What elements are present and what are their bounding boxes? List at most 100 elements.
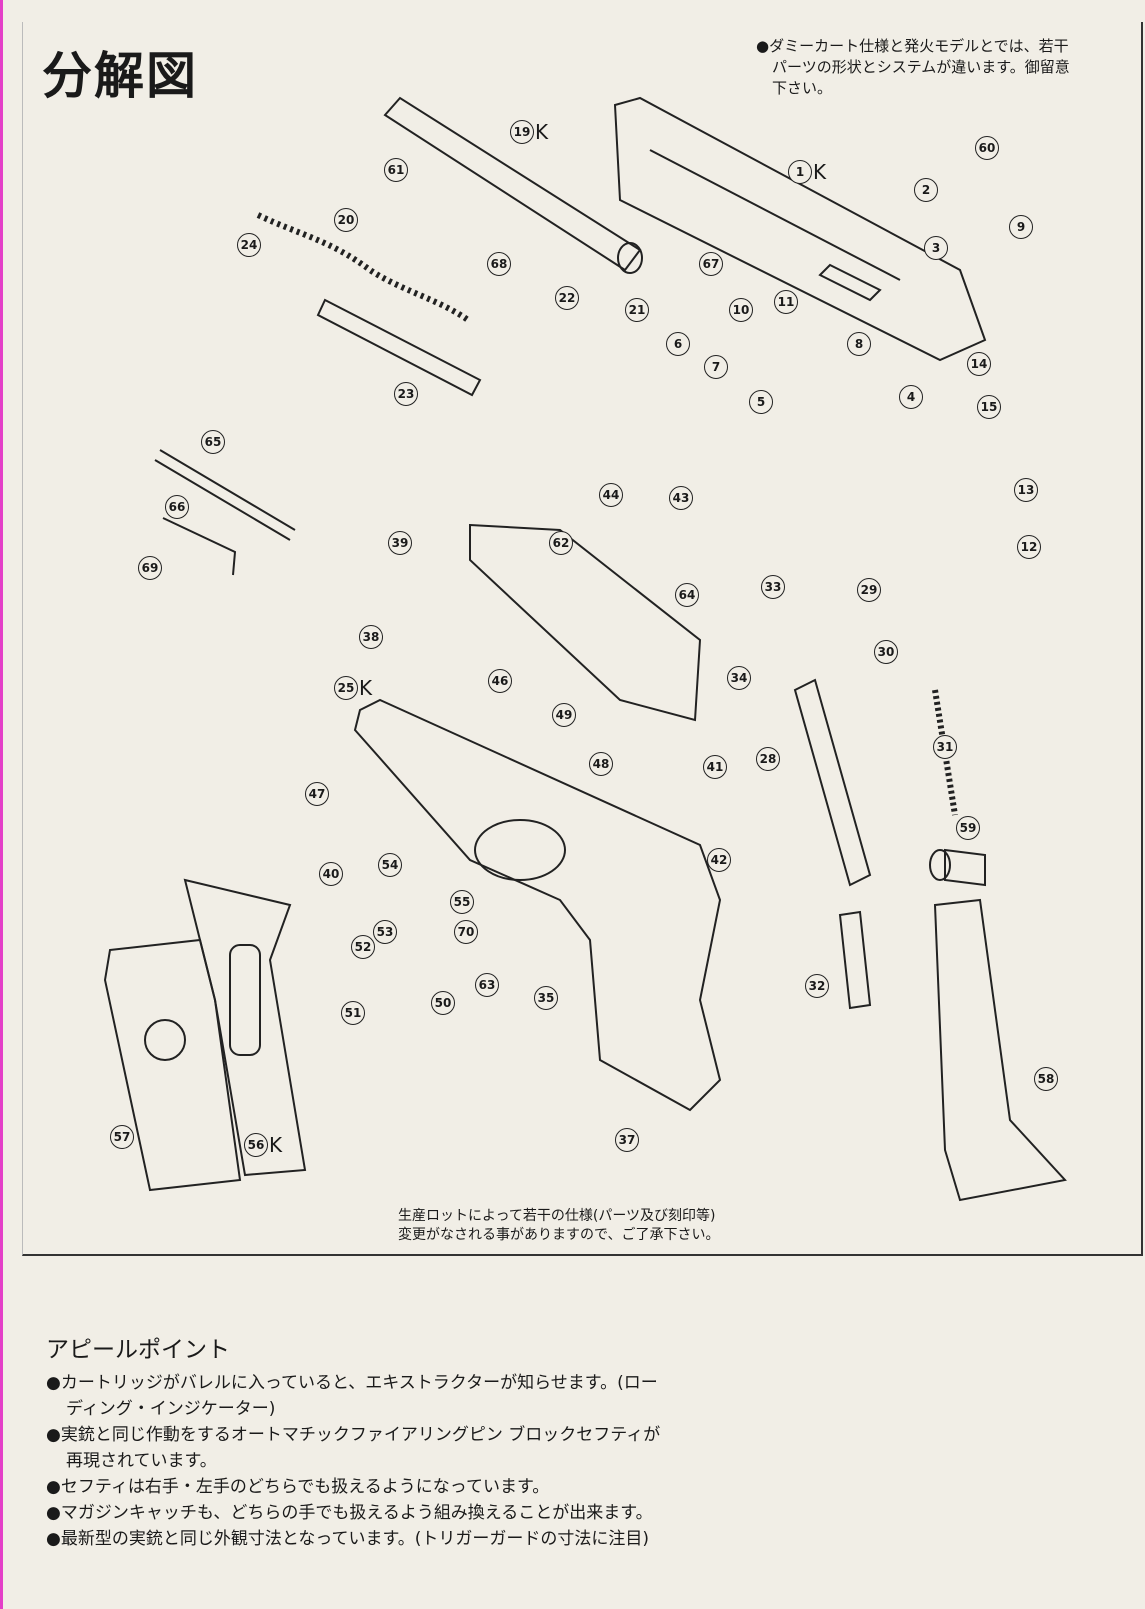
- appeal-bullet: ●マガジンキャッチも、どちらの手でも扱えるよう組み換えることが出来ます。: [46, 1503, 653, 1523]
- part-number: 35: [534, 986, 558, 1010]
- part-label-58: 58: [1034, 1067, 1058, 1091]
- part-suffix: K: [359, 676, 373, 700]
- guide-rod-drawing: [316, 298, 482, 397]
- part-number: 21: [625, 298, 649, 322]
- appeal-heading: アピールポイント: [46, 1337, 230, 1363]
- part-number: 14: [967, 352, 991, 376]
- part-label-44: 44: [599, 483, 623, 507]
- magazine-drawing: [933, 898, 1067, 1202]
- part-number: 65: [201, 430, 225, 454]
- part-label-21: 21: [625, 298, 649, 322]
- page-edge-line: [0, 0, 3, 1609]
- frame-drawing: [353, 698, 722, 1112]
- part-label-67: 67: [699, 252, 723, 276]
- part-number: 68: [487, 252, 511, 276]
- part-label-9: 9: [1009, 215, 1033, 239]
- part-label-51: 51: [341, 1001, 365, 1025]
- part-label-5: 5: [749, 390, 773, 414]
- part-number: 59: [956, 816, 980, 840]
- part-number: 58: [1034, 1067, 1058, 1091]
- appeal-points: アピールポイント ●カートリッジがバレルに入っていると、エキストラクターが知らせ…: [46, 1330, 666, 1552]
- part-label-46: 46: [488, 669, 512, 693]
- part-label-22: 22: [555, 286, 579, 310]
- part-label-57: 57: [110, 1125, 134, 1149]
- appeal-bullet: ●実銃と同じ作動をするオートマチックファイアリングピン ブロックセフティが再現さ…: [46, 1425, 661, 1471]
- part-number: 66: [165, 495, 189, 519]
- part-label-40: 40: [319, 862, 343, 886]
- grip-panel-left-drawing: [103, 938, 242, 1192]
- part-label-70: 70: [454, 920, 478, 944]
- production-caption: 生産ロットによって若干の仕様(パーツ及び刻印等) 変更がなされる事がありますので…: [398, 1207, 719, 1245]
- part-label-15: 15: [977, 395, 1001, 419]
- part-number: 22: [555, 286, 579, 310]
- part-label-38: 38: [359, 625, 383, 649]
- part-number: 34: [727, 666, 751, 690]
- part-label-66: 66: [165, 495, 189, 519]
- exploded-view-drawing: [103, 96, 1067, 1202]
- part-number: 33: [761, 575, 785, 599]
- part-number: 11: [774, 290, 798, 314]
- diagram-frame: [22, 22, 1143, 1256]
- part-number: 3: [924, 236, 948, 260]
- part-label-12: 12: [1017, 535, 1041, 559]
- part-label-2: 2: [914, 178, 938, 202]
- model-note: ●ダミーカート仕様と発火モデルとでは、若干 パーツの形状とシステムが違います。御…: [756, 36, 1116, 99]
- part-label-11: 11: [774, 290, 798, 314]
- part-number: 70: [454, 920, 478, 944]
- part-label-62: 62: [549, 531, 573, 555]
- part-label-28: 28: [756, 747, 780, 771]
- part-label-47: 47: [305, 782, 329, 806]
- part-label-48: 48: [589, 752, 613, 776]
- part-label-30: 30: [874, 640, 898, 664]
- part-label-42: 42: [707, 848, 731, 872]
- part-number: 30: [874, 640, 898, 664]
- part-number: 37: [615, 1128, 639, 1152]
- part-number: 42: [707, 848, 731, 872]
- part-label-33: 33: [761, 575, 785, 599]
- part-number: 20: [334, 208, 358, 232]
- part-number: 5: [749, 390, 773, 414]
- part-label-13: 13: [1014, 478, 1038, 502]
- part-label-68: 68: [487, 252, 511, 276]
- part-number: 63: [475, 973, 499, 997]
- page-title: 分解図: [42, 47, 198, 105]
- part-label-4: 4: [899, 385, 923, 409]
- part-label-24: 24: [237, 233, 261, 257]
- part-number: 19: [510, 120, 534, 144]
- part-label-35: 35: [534, 986, 558, 1010]
- part-number: 25: [334, 676, 358, 700]
- grip-panel-right-drawing: [183, 878, 307, 1177]
- note-line-1: ●ダミーカート仕様と発火モデルとでは、若干: [756, 37, 1069, 55]
- part-number: 44: [599, 483, 623, 507]
- part-label-50: 50: [431, 991, 455, 1015]
- barrel-drawing: [383, 96, 643, 274]
- part-label-52: 52: [351, 935, 375, 959]
- part-number: 62: [549, 531, 573, 555]
- part-number: 46: [488, 669, 512, 693]
- part-number: 49: [552, 703, 576, 727]
- part-label-59: 59: [956, 816, 980, 840]
- part-label-65: 65: [201, 430, 225, 454]
- part-number: 67: [699, 252, 723, 276]
- part-number: 55: [450, 890, 474, 914]
- part-number: 12: [1017, 535, 1041, 559]
- part-label-54: 54: [378, 853, 402, 877]
- part-label-23: 23: [394, 382, 418, 406]
- part-number: 53: [373, 920, 397, 944]
- part-number: 64: [675, 583, 699, 607]
- part-number: 47: [305, 782, 329, 806]
- part-number: 13: [1014, 478, 1038, 502]
- frame-top-drawing: [469, 523, 702, 722]
- part-number: 31: [933, 735, 957, 759]
- recoil-spring-drawing: [256, 212, 470, 323]
- caption-line-1: 生産ロットによって若干の仕様(パーツ及び刻印等): [398, 1208, 716, 1224]
- part-number: 29: [857, 578, 881, 602]
- part-number: 9: [1009, 215, 1033, 239]
- part-label-29: 29: [857, 578, 881, 602]
- part-number: 28: [756, 747, 780, 771]
- cartridge-drawing: [929, 848, 986, 887]
- part-number: 56: [244, 1133, 268, 1157]
